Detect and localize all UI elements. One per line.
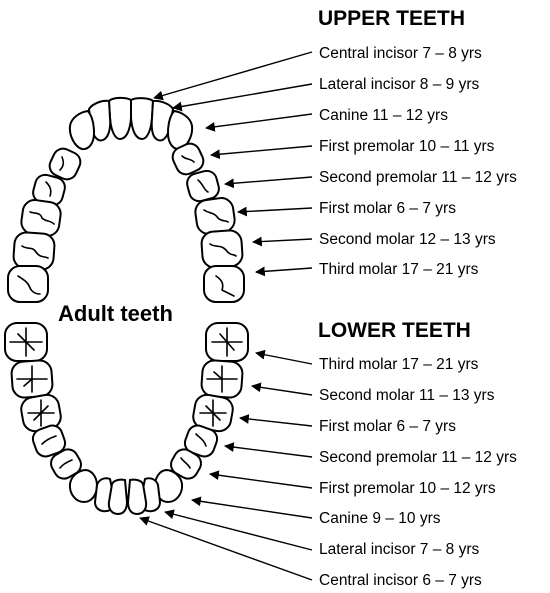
lower-teeth-heading: LOWER TEETH — [318, 319, 471, 342]
arrow-lower-second-premolar — [225, 446, 312, 457]
arrow-lower-canine — [192, 500, 312, 518]
lower-label-lateral-incisor: Lateral incisor 7 – 8 yrs — [319, 541, 479, 558]
lower-label-central-incisor: Central incisor 6 – 7 yrs — [319, 572, 482, 589]
upper-third-molar-right-tooth — [204, 266, 244, 302]
upper-canine-left-tooth — [70, 111, 94, 149]
upper-label-second-molar: Second molar 12 – 13 yrs — [319, 231, 496, 248]
arrow-lower-lateral-incisor — [165, 512, 312, 550]
diagram-title: Adult teeth — [58, 301, 173, 326]
arrow-lower-third-molar — [256, 353, 312, 364]
arrow-upper-first-molar — [238, 208, 312, 212]
arrow-upper-first-premolar — [211, 146, 312, 155]
upper-label-lateral-incisor: Lateral incisor 8 – 9 yrs — [319, 76, 479, 93]
upper-label-first-molar: First molar 6 – 7 yrs — [319, 200, 456, 217]
arrow-lower-first-premolar — [210, 474, 312, 488]
arrow-upper-central-incisor — [154, 52, 312, 98]
upper-label-third-molar: Third molar 17 – 21 yrs — [319, 261, 479, 278]
upper-central-incisor-left-tooth — [109, 98, 131, 139]
arrow-upper-second-molar — [253, 239, 312, 242]
lower-canine-left-tooth — [70, 470, 97, 502]
arrow-upper-third-molar — [256, 268, 312, 272]
upper-label-first-premolar: First premolar 10 – 11 yrs — [319, 138, 495, 155]
upper-arch — [8, 98, 244, 302]
upper-second-molar-right-tooth — [201, 230, 243, 269]
lower-label-third-molar: Third molar 17 – 21 yrs — [319, 356, 479, 373]
lower-label-second-premolar: Second premolar 11 – 12 yrs — [319, 449, 517, 466]
upper-central-incisor-right-tooth — [131, 98, 153, 139]
lower-central-incisor-left-tooth — [109, 480, 127, 514]
lower-label-second-molar: Second molar 11 – 13 yrs — [319, 387, 495, 404]
upper-teeth-heading: UPPER TEETH — [318, 7, 465, 30]
arrow-upper-lateral-incisor — [173, 84, 312, 108]
lower-label-first-premolar: First premolar 10 – 12 yrs — [319, 480, 496, 497]
upper-label-central-incisor: Central incisor 7 – 8 yrs — [319, 45, 482, 62]
upper-label-canine: Canine 11 – 12 yrs — [319, 107, 448, 124]
lower-label-first-molar: First molar 6 – 7 yrs — [319, 418, 456, 435]
lower-arch — [5, 323, 248, 514]
arrow-lower-first-molar — [240, 418, 312, 426]
arrow-upper-canine — [206, 114, 312, 128]
arrow-upper-second-premolar — [225, 177, 312, 184]
upper-label-second-premolar: Second premolar 11 – 12 yrs — [319, 169, 517, 186]
lower-label-canine: Canine 9 – 10 yrs — [319, 510, 441, 527]
upper-second-molar-left-tooth — [13, 232, 55, 271]
lower-central-incisor-right-tooth — [128, 480, 146, 514]
arrow-lower-second-molar — [252, 386, 312, 395]
